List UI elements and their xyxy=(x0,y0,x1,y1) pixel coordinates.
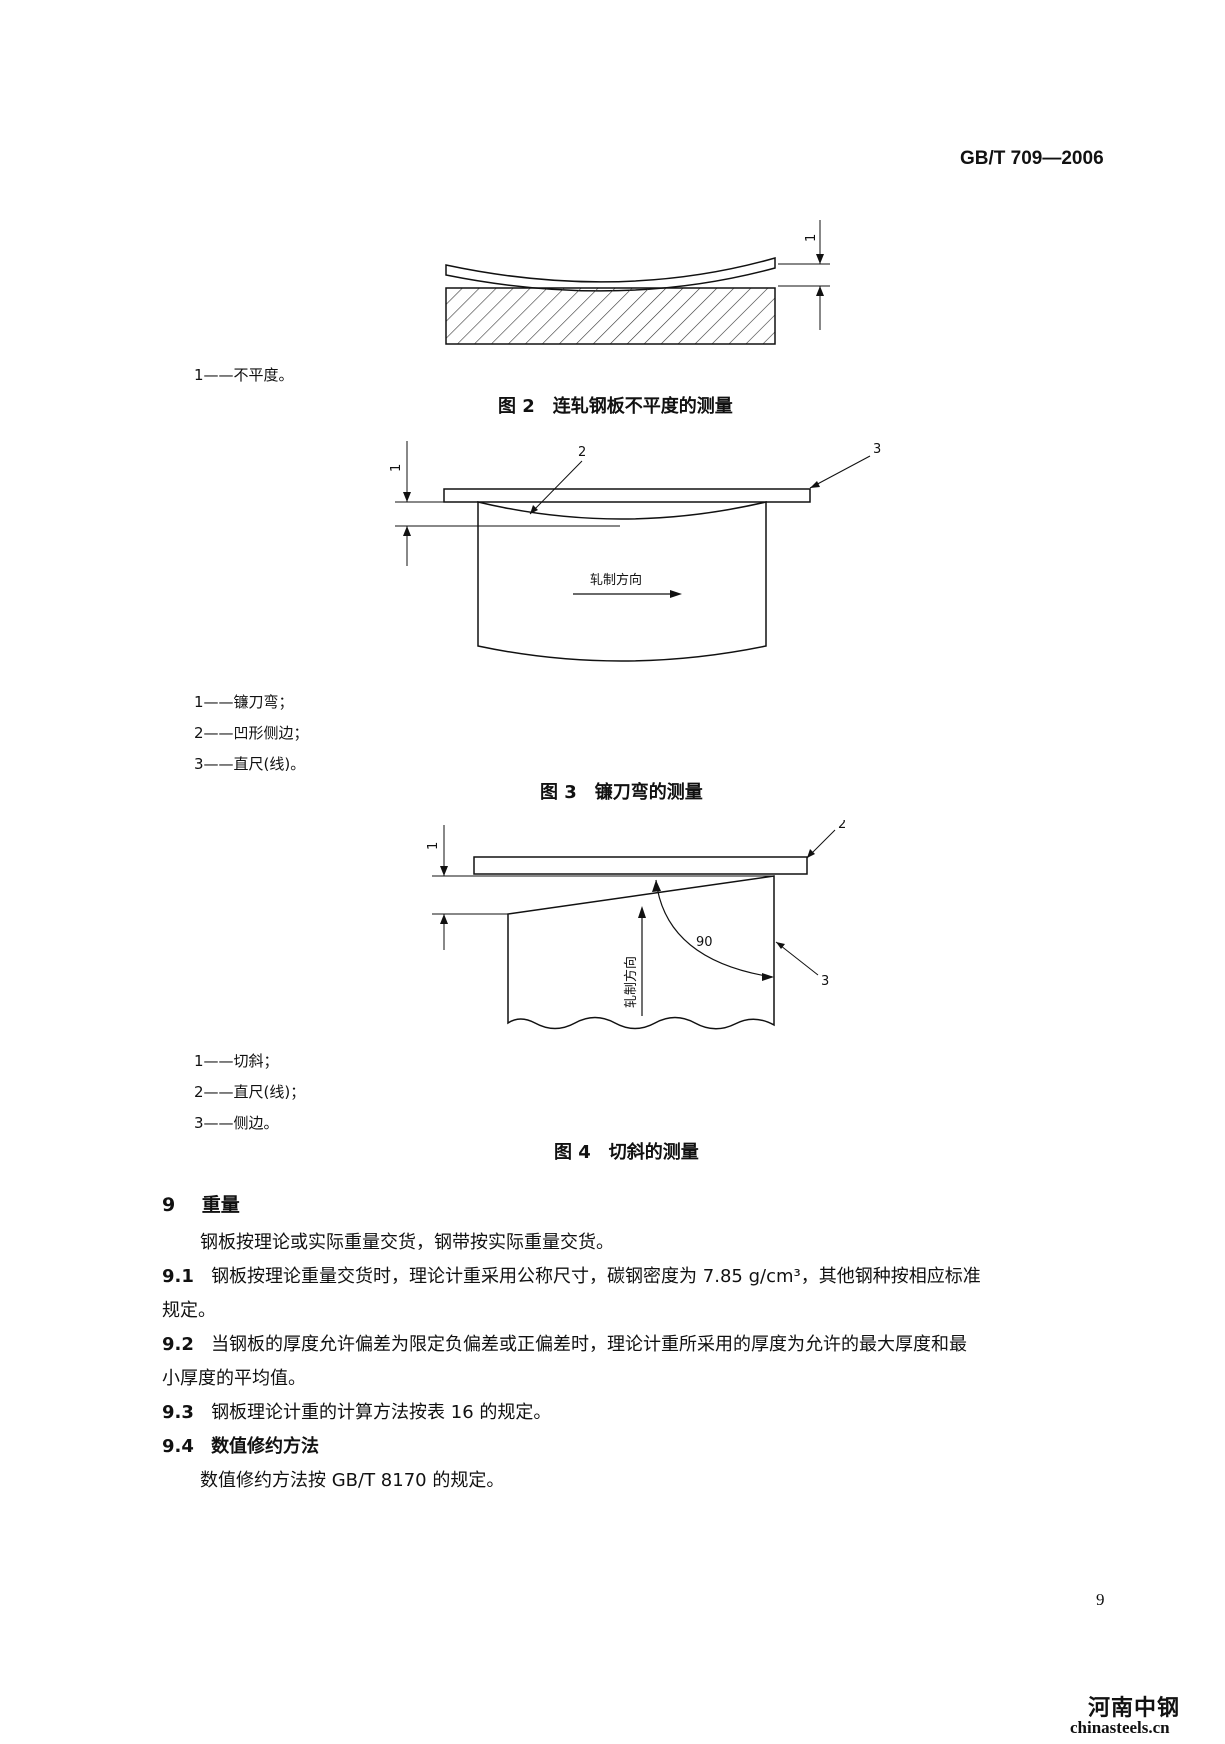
clause-number: 9.2 xyxy=(162,1334,194,1355)
section-heading: 9 重量 xyxy=(162,1190,240,1217)
fig3-label-2: 2 xyxy=(578,445,586,460)
legend-item: 2——直尺(线)； xyxy=(194,1083,306,1101)
fig3-label-1: 1 xyxy=(389,464,404,472)
fig4-label-3: 3 xyxy=(821,974,829,989)
figure-3-diagram: 1 2 3 轧制方向 xyxy=(389,441,881,662)
clause-text: 当钢板的厚度允许偏差为限定负偏差或正偏差时，理论计重所采用的厚度为允许的最大厚度… xyxy=(211,1334,968,1355)
clause-9-2: 9.2 当钢板的厚度允许偏差为限定负偏差或正偏差时，理论计重所采用的厚度为允许的… xyxy=(162,1328,1122,1362)
clause-number: 9.3 xyxy=(162,1402,194,1423)
hatched-base xyxy=(445,287,776,345)
figure-2-legend: 1——不平度。 xyxy=(194,360,294,391)
section-number: 9 xyxy=(162,1194,176,1216)
figure-4-legend: 1——切斜； 2——直尺(线)； 3——侧边。 xyxy=(194,1046,305,1139)
fig4-angle-text: 90 xyxy=(696,935,713,950)
fig4-direction-text: 轧制方向 xyxy=(623,956,639,1008)
clause-title: 数值修约方法 xyxy=(211,1436,320,1457)
legend-item: 3——直尺(线)。 xyxy=(194,755,306,773)
curved-plate xyxy=(445,257,776,292)
plate-body xyxy=(477,501,767,662)
watermark-logo-text: 河南中钢 xyxy=(1088,1696,1181,1721)
page-number: 9 xyxy=(1096,1590,1105,1609)
clause-text: 钢板理论计重的计算方法按表 16 的规定。 xyxy=(211,1402,552,1423)
straightedge xyxy=(443,488,811,503)
clause-continuation: 规定。 xyxy=(162,1300,216,1321)
clause-9-1: 9.1 钢板按理论重量交货时，理论计重采用公称尺寸，碳钢密度为 7.85 g/c… xyxy=(162,1260,1122,1294)
plate-body xyxy=(507,875,775,1030)
fig2-label-1: 1 xyxy=(804,234,819,242)
clause-continuation: 数值修约方法按 GB/T 8170 的规定。 xyxy=(200,1470,505,1491)
figure-3-caption: 图 3 镰刀弯的测量 xyxy=(540,782,703,803)
legend-item: 1——镰刀弯； xyxy=(194,693,294,711)
figure-2-caption: 图 2 连轧钢板不平度的测量 xyxy=(498,396,733,417)
straightedge xyxy=(473,856,808,875)
figure-2-diagram: 1 xyxy=(445,220,830,345)
figure-4-caption: 图 4 切斜的测量 xyxy=(554,1142,699,1163)
fig3-direction-text: 轧制方向 xyxy=(590,572,642,588)
fig4-label-1: 1 xyxy=(426,842,441,850)
section-title: 重量 xyxy=(201,1194,240,1216)
clause-number: 9.4 xyxy=(162,1436,194,1457)
intro-paragraph: 钢板按理论或实际重量交货，钢带按实际重量交货。 xyxy=(200,1232,614,1253)
legend-item: 3——侧边。 xyxy=(194,1114,279,1132)
section-body: 钢板按理论或实际重量交货，钢带按实际重量交货。 9.1 钢板按理论重量交货时，理… xyxy=(162,1226,1122,1498)
fig4-label-2: 2 xyxy=(838,820,846,832)
watermark-url: chinasteels.cn xyxy=(1070,1718,1170,1737)
legend-item: 2——凹形侧边； xyxy=(194,724,309,742)
legend-item: 1——不平度。 xyxy=(194,366,294,384)
clause-text: 钢板按理论重量交货时，理论计重采用公称尺寸，碳钢密度为 7.85 g/cm³，其… xyxy=(211,1266,981,1287)
right-angle-arc xyxy=(655,879,773,978)
legend-item: 1——切斜； xyxy=(194,1052,279,1070)
clause-9-4: 9.4 数值修约方法 xyxy=(162,1430,1122,1464)
clause-9-3: 9.3 钢板理论计重的计算方法按表 16 的规定。 xyxy=(162,1396,1122,1430)
clause-number: 9.1 xyxy=(162,1266,194,1287)
figure-3-legend: 1——镰刀弯； 2——凹形侧边； 3——直尺(线)。 xyxy=(194,687,309,780)
standard-code: GB/T 709—2006 xyxy=(960,148,1104,169)
figure-4-diagram: 1 90 2 3 轧制方向 xyxy=(426,820,846,1030)
clause-continuation: 小厚度的平均值。 xyxy=(162,1368,306,1389)
fig3-label-3: 3 xyxy=(873,442,881,457)
